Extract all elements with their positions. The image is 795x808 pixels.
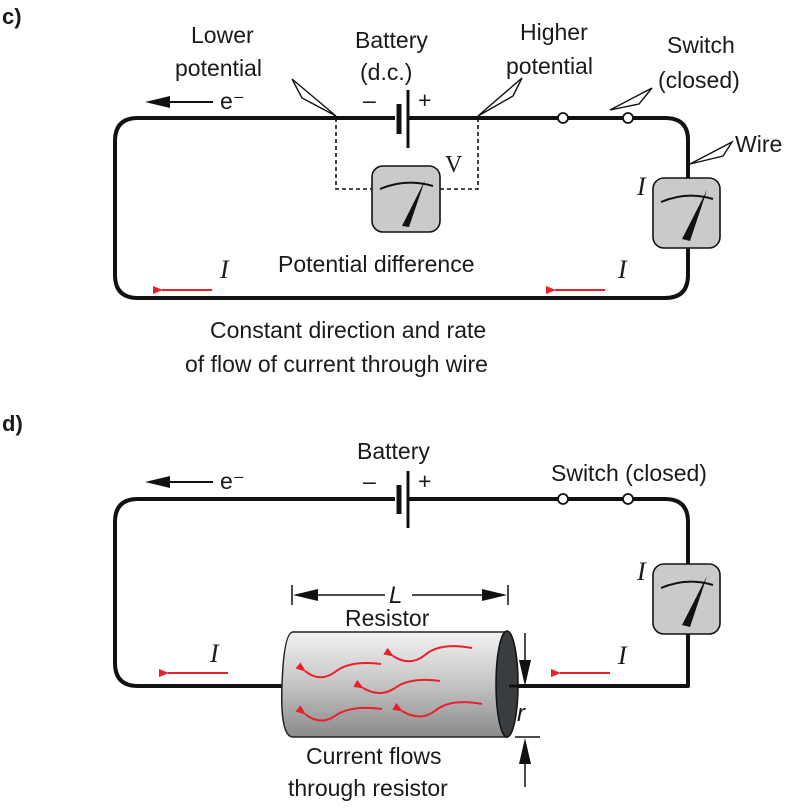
panel-c-ammeter-icon xyxy=(652,177,721,249)
panel-c-voltmeter-leads xyxy=(335,118,479,190)
panel-c-switch-label-2: (closed) xyxy=(658,67,740,93)
panel-d-battery-label: Battery xyxy=(357,438,430,464)
panel-d-plus: + xyxy=(418,468,431,494)
panel-d-caption-1: Current flows xyxy=(306,743,441,769)
panel-d-radius-dimension xyxy=(515,633,540,787)
panel-c-switch-contact-2 xyxy=(622,112,634,124)
panel-d-minus: – xyxy=(363,468,376,494)
panel-c-higher-potential-pointer xyxy=(477,77,523,117)
panel-c-switch-pointer xyxy=(609,87,653,111)
flow-arrow xyxy=(353,678,441,694)
panel-d-current-label-left: I xyxy=(209,639,220,668)
panel-d-ammeter-current-symbol: I xyxy=(636,557,647,586)
panel-c-lower-potential-pointer xyxy=(291,78,337,117)
panel-c-circuit-wire xyxy=(113,116,690,300)
panel-c-ammeter-current-symbol: I xyxy=(636,172,647,201)
panel-d-electron-label: e⁻ xyxy=(220,468,245,494)
panel-c-caption-1: Constant direction and rate xyxy=(210,317,486,343)
panel-c-voltmeter-symbol: V xyxy=(445,152,463,178)
panel-c-lower-potential-1: Lower xyxy=(191,22,254,48)
panel-d-battery-icon xyxy=(396,471,410,528)
panel-c-battery-label-2: (d.c.) xyxy=(360,59,412,85)
panel-c-battery-icon xyxy=(396,90,410,148)
panel-c-switch-label-1: Switch xyxy=(667,32,735,58)
panel-c: c) – + Battery (d.c.) e⁻ Lower potential… xyxy=(2,4,782,377)
panel-d: d) – + Battery e⁻ Switch (closed) I xyxy=(2,411,721,801)
panel-d-circuit-wire xyxy=(113,497,690,688)
panel-d-switch-label: Switch (closed) xyxy=(551,460,707,486)
flow-arrow xyxy=(295,705,383,722)
panel-c-higher-potential-1: Higher xyxy=(520,19,588,45)
panel-d-label: d) xyxy=(2,411,23,436)
panel-c-potential-difference-label: Potential difference xyxy=(278,251,475,277)
panel-c-lower-potential-2: potential xyxy=(175,55,262,81)
panel-d-radius-symbol: r xyxy=(517,700,526,727)
panel-d-ammeter-icon xyxy=(652,563,721,635)
panel-c-electron-arrow xyxy=(145,96,213,108)
panel-c-plus: + xyxy=(418,87,431,113)
flow-arrow xyxy=(383,645,473,663)
flow-arrow xyxy=(295,662,382,679)
panel-d-current-label-right: I xyxy=(617,641,628,670)
panel-c-current-label-left: I xyxy=(219,255,230,284)
panel-c-battery-label-1: Battery xyxy=(355,27,428,53)
panel-d-switch-contact-1 xyxy=(557,493,569,505)
panel-c-label: c) xyxy=(2,4,22,29)
panel-d-length-dimension xyxy=(291,585,509,605)
panel-d-electron-arrow xyxy=(145,476,213,488)
panel-c-voltmeter-icon xyxy=(371,165,441,233)
panel-c-current-label-right: I xyxy=(617,255,628,284)
panel-d-resistor-icon xyxy=(280,630,520,738)
panel-c-minus: – xyxy=(363,87,376,113)
flow-arrow xyxy=(392,701,483,718)
panel-d-caption-2: through resistor xyxy=(288,775,448,801)
panel-c-switch-contact-1 xyxy=(557,112,569,124)
panel-d-resistor-current-flow xyxy=(295,645,483,722)
panel-c-wire-pointer xyxy=(689,140,735,165)
panel-c-caption-2: of flow of current through wire xyxy=(185,351,488,377)
panel-c-higher-potential-2: potential xyxy=(506,53,593,79)
panel-d-switch-contact-2 xyxy=(622,493,634,505)
panel-d-resistor-label: Resistor xyxy=(345,605,430,631)
panel-d-length-symbol: L xyxy=(389,582,402,609)
panel-c-electron-label: e⁻ xyxy=(220,88,245,114)
panel-c-wire-label: Wire xyxy=(735,131,782,157)
